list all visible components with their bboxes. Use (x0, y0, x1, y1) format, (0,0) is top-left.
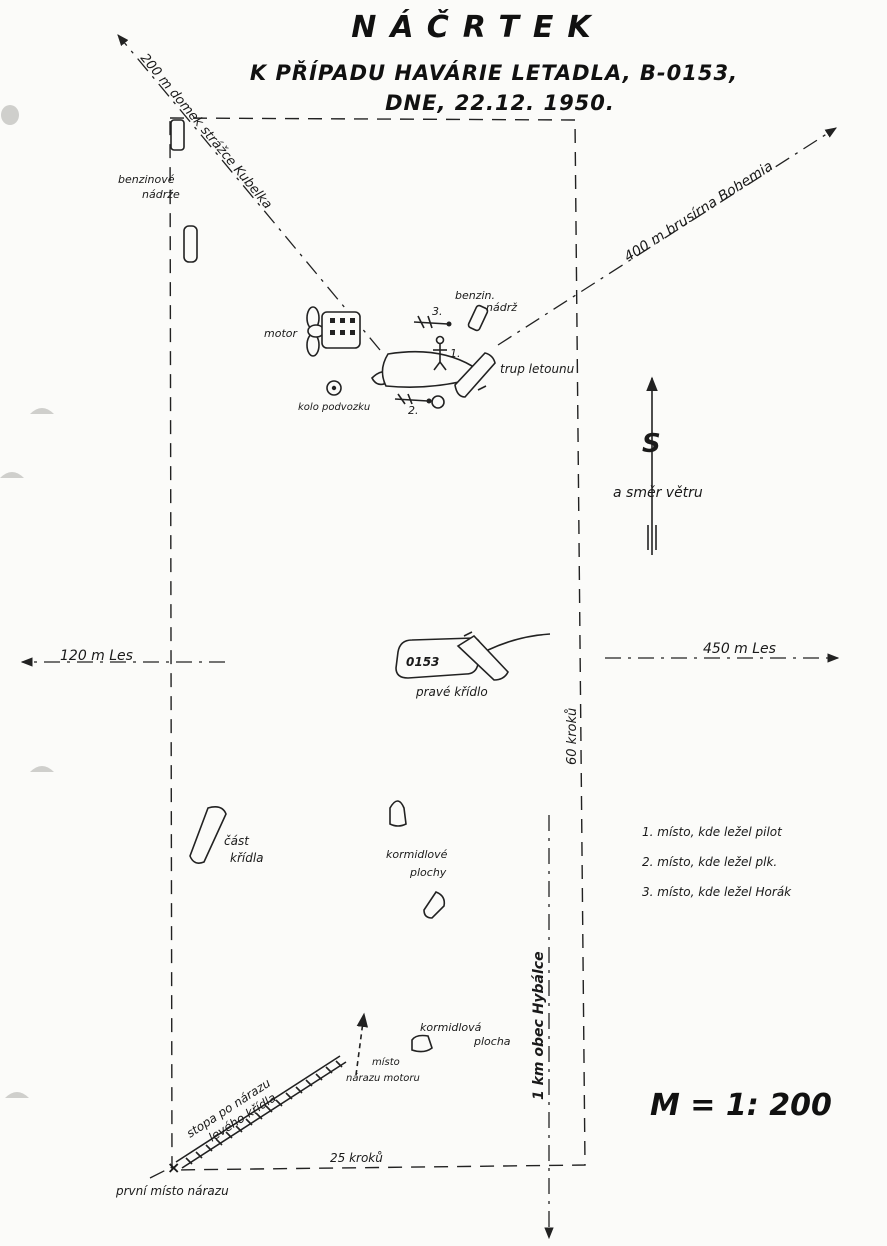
binder-hole (0, 472, 24, 478)
person-1-number: 1. (450, 347, 461, 360)
title-line-3: DNE, 22.12. 1950. (385, 91, 615, 115)
legend: 1. místo, kde ležel pilot 2. místo, kde … (642, 825, 792, 899)
rudder-plate-label-2: plocha (473, 1035, 511, 1048)
distance-25-steps: 25 kroků (330, 1151, 383, 1165)
wind-direction-label: a směr větru (613, 485, 703, 501)
legend-item-2: 2. místo, kde ležel plk. (642, 855, 777, 869)
rudders-label-2: plochy (409, 866, 447, 879)
fuel-tanks-label-1: benzinové (118, 173, 175, 186)
engine-impact-arrow (355, 1012, 369, 1076)
person-1-figure (433, 335, 447, 371)
person-2-figure (394, 393, 432, 405)
site-boundary (169, 117, 586, 1171)
legend-item-3: 3. místo, kde ležel Horák (642, 885, 792, 899)
title-line-2: K PŘÍPADU HAVÁRIE LETADLA, B-0153, (250, 60, 738, 85)
direction-label-west: 120 m Les (60, 648, 133, 664)
scale-label: M = 1: 200 (650, 1088, 832, 1123)
rudder-shape (423, 891, 446, 919)
wing-part-shape (189, 806, 227, 864)
fuel-tank-label-2: nádrž (486, 301, 517, 314)
rudder-plate-label-1: kormidlová (420, 1021, 482, 1034)
fuel-tank-shape (183, 225, 198, 263)
north-letter: S (642, 429, 661, 459)
legend-item-1: 1. místo, kde ležel pilot (642, 825, 783, 839)
distance-60-steps: 60 kroků (565, 708, 580, 765)
wing-identifier: 0153 (406, 655, 439, 669)
rudder-plate-shape (411, 1034, 433, 1053)
binder-hole (30, 408, 54, 414)
binder-hole (5, 1092, 29, 1098)
engine-impact-label-1: místo (372, 1056, 400, 1068)
direction-label-ne: 400 m brusírna Bohemia (622, 158, 777, 265)
rudder-shape (389, 800, 407, 827)
person-2-number: 2. (408, 404, 419, 417)
fuel-tank-shape (170, 119, 185, 151)
direction-line-ne (497, 127, 837, 346)
motor-shape (306, 306, 361, 357)
person-3-number: 3. (432, 305, 443, 318)
title-line-1: NÁČRTEK (351, 8, 604, 45)
person-3-figure (413, 315, 452, 329)
first-impact-marker-icon: × (167, 1158, 180, 1177)
direction-label-south: 1 km obec Hybálce (531, 951, 547, 1100)
direction-line-nw (117, 34, 381, 351)
binder-hole (30, 766, 54, 772)
wing-impact-trace (175, 1055, 347, 1169)
rudders-label-1: kormidlové (386, 848, 448, 861)
fuel-tank-label-1: benzin. (455, 289, 495, 302)
wing-part-label-1: část (224, 834, 250, 848)
right-wing-shape (395, 631, 551, 681)
wheel-label: kolo podvozku (298, 402, 370, 413)
engine-impact-label-2: nárazu motoru (346, 1072, 420, 1084)
fuel-tanks-label-2: nádrže (142, 188, 180, 201)
fuselage-shape (371, 350, 496, 398)
fuel-tank-shape (467, 304, 489, 332)
wheel-hub (331, 385, 337, 391)
fuselage-label: trup letounu (500, 362, 575, 376)
right-wing-label: pravé křídlo (415, 685, 488, 699)
wing-part-label-2: křídla (230, 851, 264, 865)
first-impact-label: první místo nárazu (115, 1184, 229, 1198)
first-impact-line (149, 1163, 179, 1179)
motor-label: motor (264, 327, 298, 340)
direction-label-east: 450 m Les (703, 641, 776, 657)
binder-hole (1, 105, 19, 125)
wheel-shape-small (431, 395, 445, 409)
